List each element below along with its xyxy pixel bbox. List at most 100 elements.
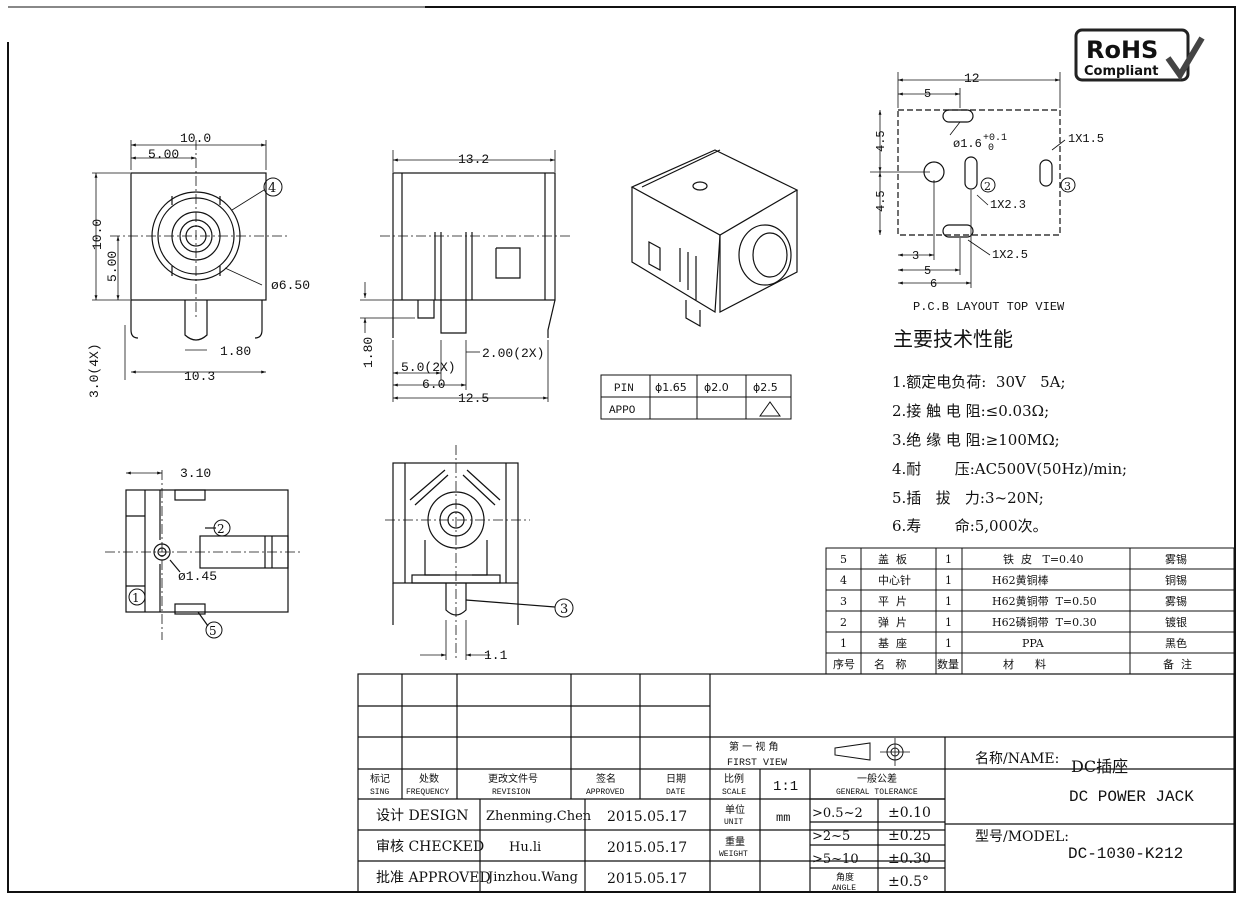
rev-h1-en: SING (370, 788, 389, 797)
rev-h5-en: DATE (666, 788, 685, 797)
drawing-border (7, 6, 1236, 893)
front-halfwidth-label: 5.00 (148, 147, 179, 162)
side-view-labels: 13.2 1.80 5.0(2X) 2.00(2X) 6.0 12.5 (361, 152, 544, 406)
tol-range-3: >5~10 (812, 852, 859, 867)
bom-r4-no: 2 (840, 616, 847, 629)
bom-r5-name: 基 座 (878, 636, 907, 650)
tol-cn: 一般公差 (857, 772, 897, 785)
bom-h-qty: 数量 (937, 658, 959, 671)
rev-h3-en: REVISION (492, 788, 531, 797)
spec-item-3: 3.绝 缘 电 阻:≥100MΩ; (892, 431, 1060, 449)
rev-h1-cn: 标记 (370, 773, 390, 785)
pcb-tolminus-label: 0 (988, 143, 994, 154)
checked-label: 审核 CHECKED (376, 839, 484, 855)
scale-value: 1:1 (773, 779, 798, 795)
pcb-tolplus-label: +0.1 (983, 133, 1007, 144)
front-halfheight-label: 5.00 (105, 251, 120, 282)
tol-value-2: ±0.25 (888, 828, 931, 844)
pin-table-text: PIN ϕ1.65 ϕ2.0 ϕ2.5 APPO (609, 381, 778, 417)
pcb-callout-2: 2 (984, 180, 991, 193)
bom-r1-qty: 1 (945, 553, 952, 566)
approved-date: 2015.05.17 (607, 871, 687, 887)
design-date: 2015.05.17 (607, 809, 687, 825)
rear-callout-3: 3 (560, 602, 568, 617)
unit-cn: 单位 (725, 803, 745, 816)
bom-r4-note: 镀银 (1165, 615, 1187, 629)
bom-r1-mat: 铁 皮 T=0.40 (1003, 553, 1084, 566)
pin-row-label: APPO (609, 405, 636, 417)
pcb-pindia-label: ø1.6 (953, 137, 982, 151)
rev-h5-cn: 日期 (666, 773, 686, 785)
bom-r1-note: 雾锡 (1165, 552, 1187, 566)
side-pinB-label: 2.00(2X) (482, 346, 544, 361)
pcb-layout (870, 72, 1076, 288)
bottom-callout-5: 5 (209, 624, 217, 638)
spec-item-6: 6.寿 命:5,000次。 (892, 517, 1048, 535)
pcb-b6-label: 6 (930, 277, 937, 291)
front-callout-4: 4 (268, 181, 276, 196)
bom-r3-note: 雾锡 (1165, 594, 1187, 608)
rear-view (385, 445, 574, 660)
bom-h-name: 名 称 (874, 657, 907, 671)
rev-h4-cn: 签名 (596, 772, 616, 785)
rohs-compliant-text: Compliant (1084, 64, 1158, 79)
bottom-view (105, 470, 300, 640)
design-label: 设计 DESIGN (376, 808, 468, 824)
specs: 主要技术性能 1.额定电负荷: 30V 5A; 2.接 触 电 阻:≤0.03Ω… (892, 327, 1127, 535)
bom-r4-qty: 1 (945, 616, 952, 629)
rev-h3-cn: 更改文件号 (488, 772, 538, 785)
rohs-text: RoHS (1086, 36, 1158, 64)
bom-table (825, 547, 1235, 675)
tol-en: GENERAL TOLERANCE (836, 788, 918, 797)
side-pinheight-label: 1.80 (361, 337, 376, 368)
bom-r2-mat: H62黄铜棒 (992, 573, 1049, 587)
front-pinwidth-label: 1.80 (220, 344, 251, 359)
pcb-slot2-label: 1X2.3 (990, 198, 1026, 212)
name-en: DC POWER JACK (1069, 788, 1194, 806)
isometric-view (630, 149, 799, 328)
front-base-label: 10.3 (184, 369, 215, 384)
pcb-callout-3: 3 (1064, 180, 1071, 193)
pin-header-2: ϕ2.0 (704, 381, 729, 394)
rohs-logo: RoHS Compliant (1074, 28, 1205, 82)
bottom-view-labels: 3.10 ø1.45 2 1 5 (132, 466, 225, 638)
pcb-h2-label: 4.5 (874, 190, 888, 212)
unit-en: UNIT (724, 818, 743, 827)
bottom-offset-label: 3.10 (180, 466, 211, 481)
title-block-text: 第 一 视 角 FIRST VIEW 标记 SING 处数 FREQUENCY … (370, 740, 1194, 893)
angle-cn: 第 一 视 角 (729, 740, 779, 753)
bottom-callout-2: 2 (217, 522, 225, 536)
angle-en: FIRST VIEW (727, 758, 787, 769)
pcb-h1-label: 4.5 (874, 130, 888, 152)
angle-tol-value: ±0.5° (888, 874, 929, 890)
rev-h2-cn: 处数 (419, 772, 439, 785)
front-diameter-label: ø6.50 (271, 278, 310, 293)
bottom-callout-1: 1 (132, 591, 140, 605)
model-value: DC-1030-K212 (1068, 845, 1183, 863)
side-view (360, 150, 570, 402)
bom-h-mat: 材 料 (1003, 657, 1046, 671)
pin-header-1: ϕ1.65 (655, 381, 687, 394)
tol-range-2: >2~5 (812, 829, 850, 844)
weight-cn: 重量 (725, 835, 745, 848)
pcb-slot1-label: 1X2.5 (992, 248, 1028, 262)
bom-r2-name: 中心针 (878, 573, 911, 587)
side-total-label: 12.5 (458, 391, 489, 406)
rev-h2-en: FREQUENCY (406, 788, 449, 797)
angle-tol-cn: 角度 (836, 871, 854, 883)
spec-item-5: 5.插 拔 力:3~20N; (892, 489, 1044, 507)
pin-header-3: ϕ2.5 (753, 381, 778, 394)
bom-r3-qty: 1 (945, 595, 952, 608)
bom-r1-name: 盖 板 (878, 552, 907, 566)
front-height-label: 10.0 (90, 219, 105, 250)
design-name: Zhenming.Chen (486, 809, 592, 824)
rev-h4-en: APPROVED (586, 788, 625, 797)
bom-r5-no: 1 (840, 637, 847, 650)
scale-cn: 比例 (724, 772, 744, 785)
bom-r5-mat: PPA (1022, 637, 1045, 650)
pcb-slot3-label: 1X1.5 (1068, 132, 1104, 146)
checked-name: Hu.li (509, 840, 541, 855)
bom-r5-qty: 1 (945, 637, 952, 650)
bom-r1-no: 5 (840, 553, 847, 566)
rear-gap-label: 1.1 (484, 648, 508, 663)
